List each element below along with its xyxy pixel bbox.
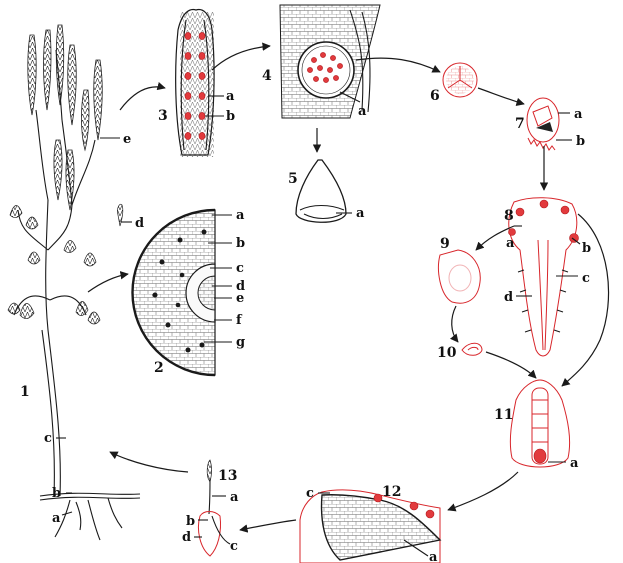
stage-4-label-a: a [358, 104, 367, 119]
stage-5-label-a: a [356, 206, 365, 221]
stage-1-label-e: e [123, 132, 131, 147]
stage-2-label-b: b [236, 236, 245, 251]
stage-12-label-c: c [306, 486, 314, 501]
stage-2-label-c: c [236, 261, 244, 276]
arrow-sperm-to-archegonium [486, 352, 536, 378]
stage-13-label-c: c [230, 539, 238, 554]
gametophyte-prothallus [509, 198, 581, 356]
embryo-in-gametophyte [300, 490, 440, 563]
stage-4-number: 4 [262, 68, 272, 84]
stage-7-label-b: b [576, 134, 585, 149]
stage-13-label-a: a [230, 490, 239, 505]
dehisced-sporangium [296, 160, 352, 222]
arrow-embryo-to-young-sporophyte [240, 520, 296, 530]
archegonium [510, 380, 569, 467]
stage-7-label-a: a [574, 107, 583, 122]
stem-cross-section [132, 210, 232, 375]
sporangium-section [280, 5, 380, 118]
stage-2-label-g: g [236, 335, 245, 350]
arrow-young-to-mature [110, 452, 188, 472]
stage-8-label-d: d [504, 290, 513, 305]
stage-2-number: 2 [154, 360, 164, 376]
stage-1-label-c: c [44, 431, 52, 446]
stage-1-label-a: a [52, 511, 61, 526]
arrow-sporangium-to-spore [356, 58, 440, 72]
stage-8-number: 8 [504, 208, 514, 224]
stage-10-number: 10 [437, 345, 457, 361]
strobilus-cone [176, 10, 224, 157]
stage-1-number: 1 [20, 384, 30, 400]
stage-8-label-b: b [582, 241, 591, 256]
arrow-plant-to-cross-section [88, 274, 128, 292]
stage-6-number: 6 [430, 88, 440, 104]
stage-9-number: 9 [440, 236, 450, 252]
arrow-strobilus-to-sporangium [212, 46, 270, 70]
stage-12-label-a: a [429, 550, 438, 563]
stage-3-label-b: b [226, 109, 235, 124]
mature-sporophyte-plant [8, 25, 140, 540]
stage-8-label-c: c [582, 271, 590, 286]
stage-1-label-b: b [52, 486, 61, 501]
arrow-spore-to-germinating [478, 88, 524, 104]
stage-12-number: 12 [382, 484, 401, 500]
stage-2-label-e: e [236, 291, 244, 306]
antheridium [439, 250, 481, 303]
arrow-plant-to-strobilus [120, 87, 165, 110]
stage-11-number: 11 [494, 407, 513, 423]
stage-3-number: 3 [158, 108, 168, 124]
stage-13-label-d: d [182, 530, 191, 545]
stage-13-number: 13 [218, 468, 237, 484]
stage-3-label-a: a [226, 89, 235, 104]
germinating-spore [527, 98, 572, 150]
stage-5-number: 5 [288, 171, 298, 187]
arrow-antheridium-to-sperm [452, 306, 458, 342]
stage-7-number: 7 [515, 116, 525, 132]
stage-11-label-a: a [570, 456, 579, 471]
stage-8-label-a: a [506, 236, 515, 251]
sperm [462, 343, 482, 355]
stage-13-label-b: b [186, 514, 195, 529]
stage-2-label-a: a [236, 208, 245, 223]
arrow-gametophyte-to-archegonium [562, 214, 609, 386]
stage-2-label-f: f [236, 313, 243, 328]
spore [443, 63, 477, 97]
arrow-archegonium-to-embryo [448, 472, 518, 510]
stage-1-label-d: d [135, 216, 144, 231]
